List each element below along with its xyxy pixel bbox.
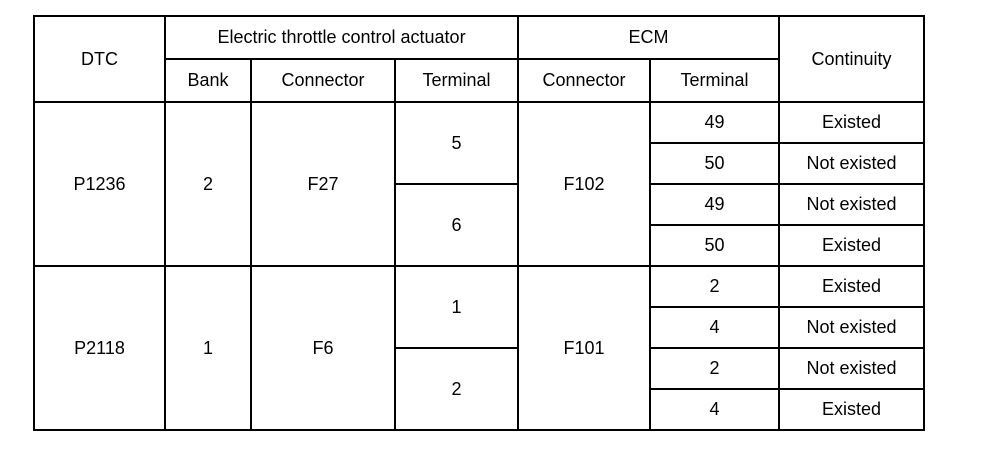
table-row: P2118 1 F6 1 F101 2 Existed	[33, 265, 926, 431]
cell-actuator-terminal: 6	[393, 183, 520, 267]
cell-continuity: Existed	[778, 224, 926, 267]
cell-bank: 1	[164, 265, 252, 431]
cell-actuator-terminal: 2	[393, 347, 520, 431]
header-dtc: DTC	[33, 15, 166, 103]
cell-ecm-terminal: 50	[649, 142, 781, 185]
cell-continuity: Existed	[778, 388, 926, 431]
table-row: 50 Not existed	[34, 142, 926, 185]
cell-ecm-terminal: 2	[649, 347, 781, 390]
cell-dtc: P1236	[33, 101, 166, 267]
cell-ecm-terminal: 49	[649, 101, 781, 144]
cell-continuity: Not existed	[778, 306, 926, 349]
cell-continuity: Not existed	[778, 183, 926, 226]
cell-continuity: Not existed	[778, 142, 926, 185]
table-row: 4 Not existed	[34, 306, 926, 349]
cell-continuity: Existed	[778, 101, 926, 144]
cell-bank: 2	[164, 101, 252, 267]
cell-ecm-connector: F101	[517, 265, 652, 431]
table-row: 4 Existed	[34, 388, 926, 431]
cell-actuator-connector: F6	[250, 265, 396, 431]
table-row: 50 Existed	[34, 224, 926, 267]
cell-ecm-terminal: 49	[649, 183, 781, 226]
cell-continuity: Not existed	[778, 347, 926, 390]
table-row: P1236 2 F27 5 F102 49 Existed	[33, 101, 926, 267]
cell-dtc: P2118	[33, 265, 166, 431]
cell-ecm-connector: F102	[517, 101, 652, 267]
header-row-columns: Bank Connector Terminal Connector Termin…	[34, 58, 924, 103]
cell-actuator-connector: F27	[250, 101, 396, 267]
header-ecm-group: ECM	[517, 15, 781, 60]
header-ecm-terminal: Terminal	[649, 58, 781, 103]
cell-continuity: Existed	[778, 265, 926, 308]
cell-ecm-terminal: 2	[649, 265, 781, 308]
table-row: 2 2 Not existed	[34, 347, 926, 431]
header-bank: Bank	[164, 58, 252, 103]
cell-ecm-terminal: 50	[649, 224, 781, 267]
dtc-continuity-table: DTC Electric throttle control actuator E…	[33, 15, 926, 431]
header-actuator-group: Electric throttle control actuator	[163, 15, 520, 60]
cell-actuator-terminal: 1	[393, 265, 520, 349]
header-row-groups: DTC Electric throttle control actuator E…	[33, 15, 926, 103]
cell-ecm-terminal: 4	[649, 388, 781, 431]
header-actuator-connector: Connector	[250, 58, 396, 103]
header-ecm-connector: Connector	[517, 58, 652, 103]
header-continuity: Continuity	[778, 15, 926, 103]
cell-ecm-terminal: 4	[649, 306, 781, 349]
cell-actuator-terminal: 5	[393, 101, 520, 185]
table-row: 6 49 Not existed	[34, 183, 926, 267]
header-actuator-terminal: Terminal	[393, 58, 520, 103]
